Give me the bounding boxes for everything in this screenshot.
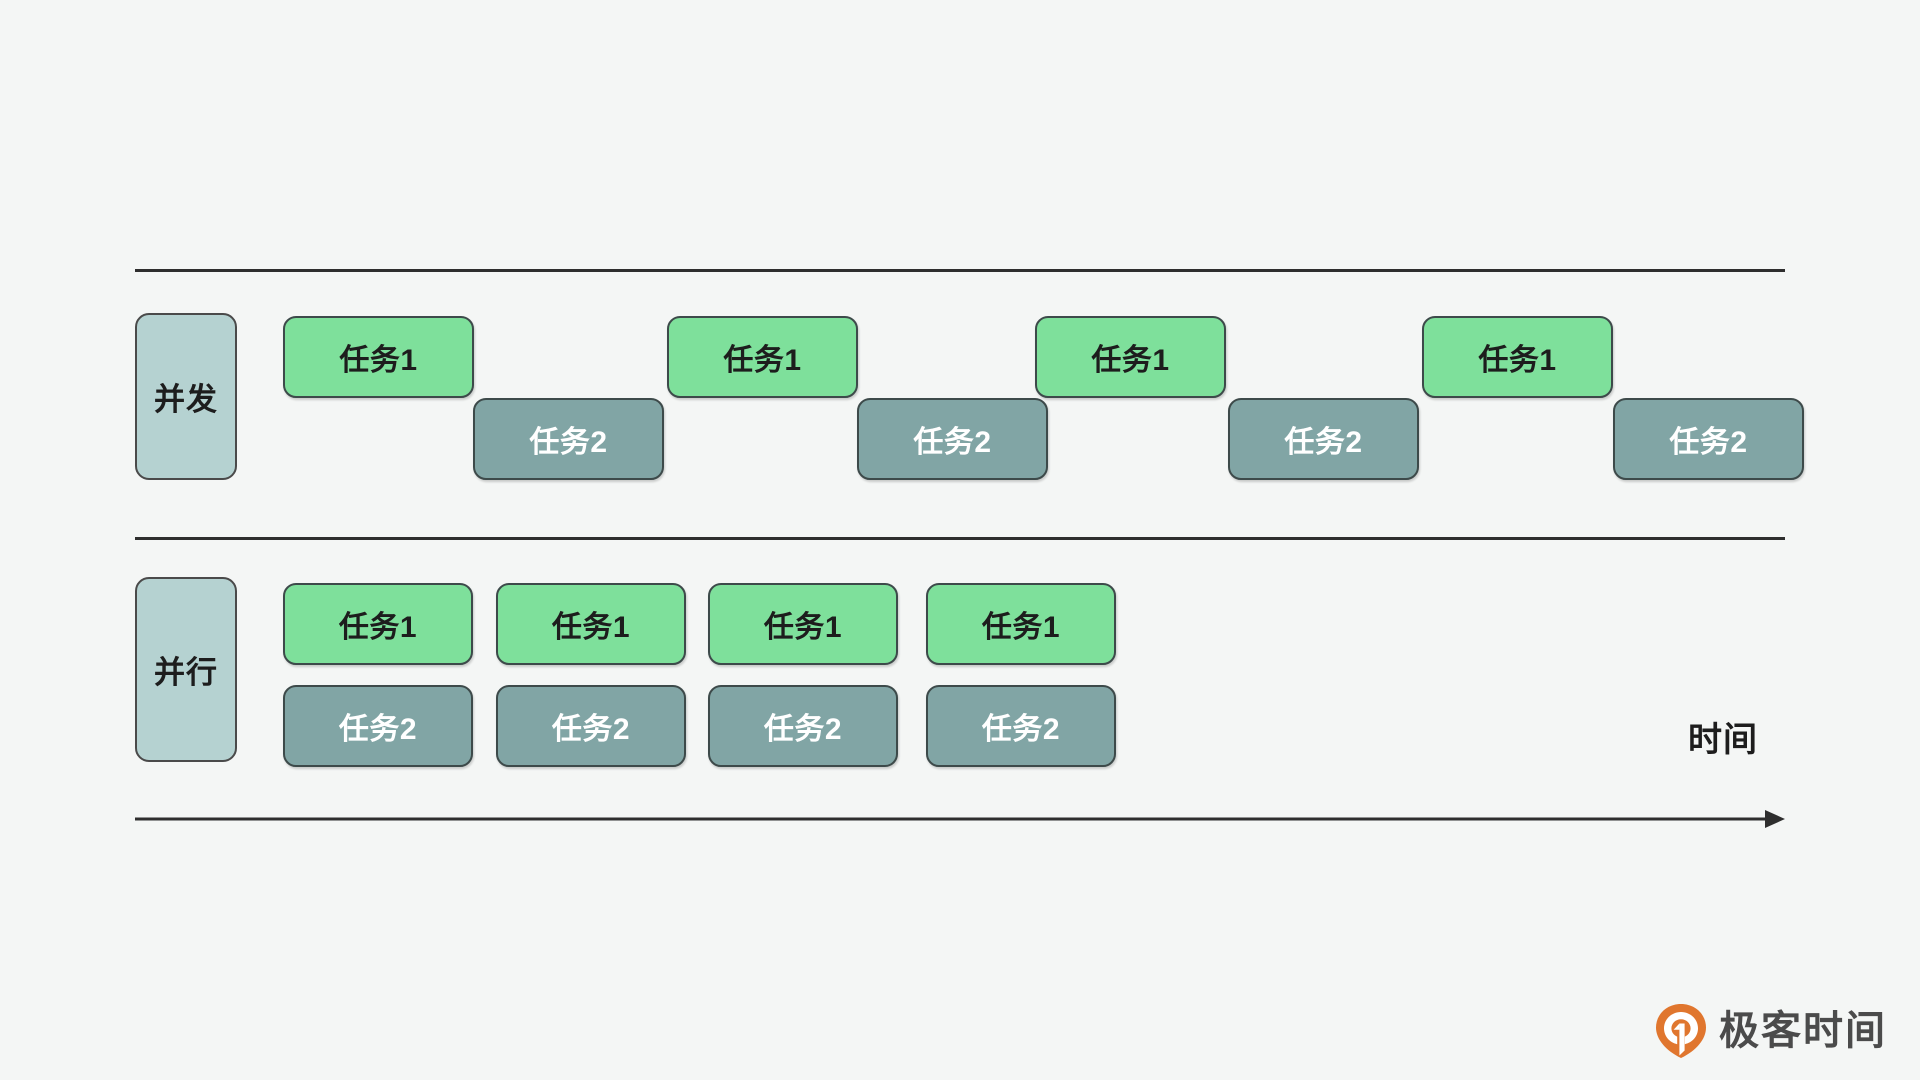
time-axis-arrow — [135, 808, 1785, 830]
geekbang-pin-icon — [1655, 1003, 1707, 1059]
task-block-task1: 任务1 — [496, 583, 686, 665]
task-block-task1: 任务1 — [708, 583, 898, 665]
task-block-task2: 任务2 — [473, 398, 664, 480]
task-block-task2: 任务2 — [283, 685, 473, 767]
brand-logo: 极客时间 — [1655, 1002, 1887, 1060]
task-block-task1: 任务1 — [283, 316, 474, 398]
row-label-parallel: 并行 — [135, 577, 237, 762]
task-block-task2: 任务2 — [1613, 398, 1804, 480]
task-block-task1: 任务1 — [1422, 316, 1613, 398]
task-block-task1: 任务1 — [283, 583, 473, 665]
row-label-concurrent: 并发 — [135, 313, 237, 480]
task-block-task2: 任务2 — [496, 685, 686, 767]
task-block-task2: 任务2 — [926, 685, 1116, 767]
task-block-task1: 任务1 — [667, 316, 858, 398]
task-block-task1: 任务1 — [926, 583, 1116, 665]
task-block-task1: 任务1 — [1035, 316, 1226, 398]
brand-name: 极客时间 — [1719, 1009, 1887, 1053]
divider-line-top — [135, 269, 1785, 272]
task-block-task2: 任务2 — [857, 398, 1048, 480]
task-block-task2: 任务2 — [1228, 398, 1419, 480]
divider-line-middle — [135, 537, 1785, 540]
time-axis-label: 时间 — [1688, 721, 1758, 759]
task-block-task2: 任务2 — [708, 685, 898, 767]
